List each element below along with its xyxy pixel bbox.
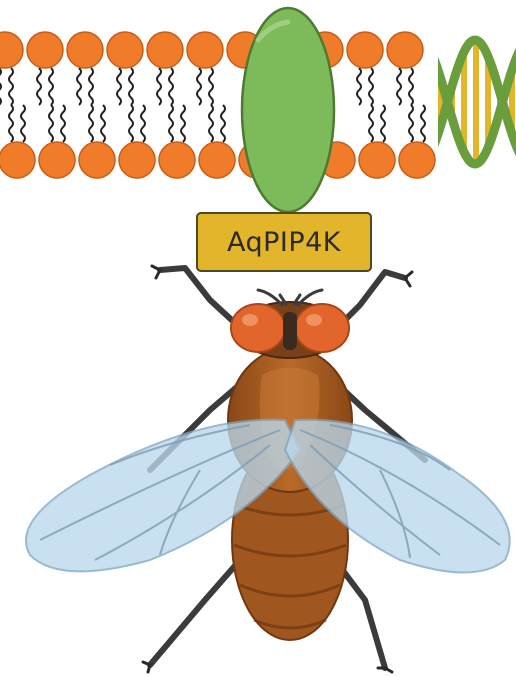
lipid-tail [421, 105, 425, 142]
lipid-tail [89, 68, 93, 105]
lipid-tail [117, 68, 121, 105]
dna-backbone-strand [420, 40, 516, 164]
lipid-head [147, 32, 183, 68]
lipid-heads [0, 32, 435, 178]
lipid-head [0, 142, 35, 178]
fly-face [283, 312, 297, 350]
lipid-tail [89, 105, 93, 142]
lipid-tail [9, 68, 13, 105]
lipid-tail [101, 105, 105, 142]
lipid-tail [9, 105, 13, 142]
lipid-head [187, 32, 223, 68]
lipid-head [0, 32, 23, 68]
lipid-head [387, 32, 423, 68]
lipid-tail [49, 68, 53, 105]
lipid-head [67, 32, 103, 68]
lipid-head [399, 142, 435, 178]
lipid-tail [409, 105, 413, 142]
lipid-tail [0, 68, 1, 105]
lipid-head [27, 32, 63, 68]
lipid-tail [77, 68, 81, 105]
lipid-head [359, 142, 395, 178]
lipid-head [39, 142, 75, 178]
lipid-tail [381, 105, 385, 142]
lipid-tail [181, 105, 185, 142]
lipid-tail [409, 68, 413, 105]
fruit-fly-icon [26, 266, 510, 672]
lipid-tail [61, 105, 65, 142]
fly-eye-left [231, 304, 285, 352]
lipid-tails [0, 68, 425, 142]
lipid-tail [209, 68, 213, 105]
lipid-tail [129, 105, 133, 142]
lipid-tail [169, 105, 173, 142]
lipid-head [159, 142, 195, 178]
lipid-head [199, 142, 235, 178]
protein-label: AqPIP4K [196, 212, 372, 272]
lipid-head [119, 142, 155, 178]
protein-label-text: AqPIP4K [227, 227, 341, 258]
lipid-tail [369, 68, 373, 105]
lipid-tail [369, 105, 373, 142]
lipid-tail [169, 68, 173, 105]
lipid-tail [209, 105, 213, 142]
lipid-tail [197, 68, 201, 105]
lipid-tail [37, 68, 41, 105]
dna-helix-icon [420, 40, 516, 164]
lipid-tail [129, 68, 133, 105]
lipid-head [347, 32, 383, 68]
lipid-tail [357, 68, 361, 105]
lipid-head [79, 142, 115, 178]
lipid-tail [157, 68, 161, 105]
lipid-bilayer-icon [0, 32, 435, 178]
lipid-tail [49, 105, 53, 142]
lipid-tail [141, 105, 145, 142]
lipid-tail [21, 105, 25, 142]
lipid-tail [221, 105, 225, 142]
transmembrane-protein-icon [242, 8, 334, 212]
fly-eye-right [295, 304, 349, 352]
lipid-head [107, 32, 143, 68]
lipid-tail [397, 68, 401, 105]
